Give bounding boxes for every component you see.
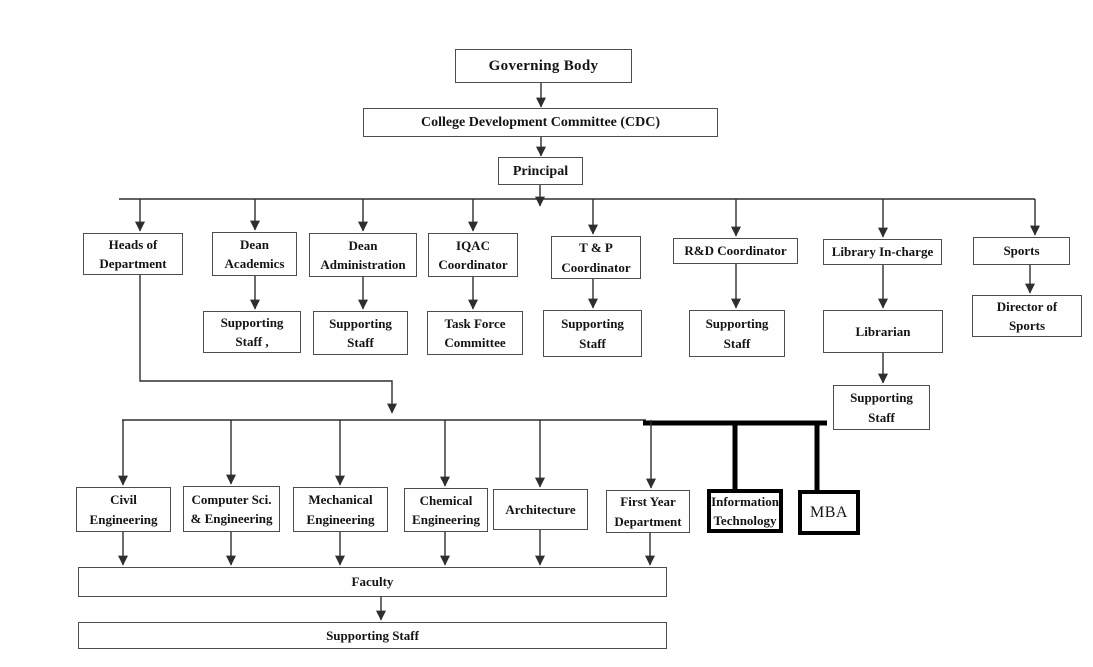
node-label: T & P Coordinator <box>561 240 631 275</box>
node-label: IQAC Coordinator <box>438 237 508 273</box>
node-dir-sports: Director of Sports <box>972 295 1082 337</box>
node-label: Civil Engineering <box>89 492 158 527</box>
node-label: Dean Administration <box>320 237 406 273</box>
node-dean-admin: Dean Administration <box>309 233 417 277</box>
node-ss-rnd: Supporting Staff <box>689 310 785 357</box>
node-label: Heads of Department <box>99 236 167 272</box>
node-cdc: College Development Committee (CDC) <box>363 108 718 137</box>
node-it: Information Technology <box>707 489 783 533</box>
node-chem: Chemical Engineering <box>404 488 488 532</box>
node-ss-librarian: Supporting Staff <box>833 385 930 430</box>
node-label: Sports <box>1003 243 1040 259</box>
node-label: R&D Coordinator <box>684 243 787 259</box>
node-dean-academics: Dean Academics <box>212 232 297 276</box>
node-label: Architecture <box>505 501 576 517</box>
node-governing: Governing Body <box>455 49 632 83</box>
node-mech: Mechanical Engineering <box>293 487 388 532</box>
connector-line <box>139 275 397 414</box>
node-label: Task Force Committee <box>444 315 506 351</box>
node-label: Supporting Staff <box>326 627 419 643</box>
node-cse: Computer Sci. & Engineering <box>183 486 280 532</box>
node-librarian: Librarian <box>823 310 943 353</box>
node-label: Faculty <box>351 574 394 590</box>
node-label: Information Technology <box>711 493 779 529</box>
node-label: Supporting Staff <box>329 315 392 351</box>
node-label: College Development Committee (CDC) <box>420 115 661 130</box>
node-label: Librarian <box>855 323 911 339</box>
node-label: Director of Sports <box>996 298 1058 334</box>
node-label: Computer Sci. & Engineering <box>190 491 273 527</box>
node-label: First Year Department <box>614 494 682 529</box>
node-ss-tnp: Supporting Staff <box>543 310 642 357</box>
node-label: Principal <box>512 163 569 179</box>
node-mba: MBA <box>798 490 860 535</box>
node-sports: Sports <box>973 237 1070 265</box>
node-tnp: T & P Coordinator <box>551 236 641 279</box>
node-label: Library In-charge <box>831 244 934 260</box>
node-label: Mechanical Engineering <box>306 492 375 527</box>
node-label: Supporting Staff <box>705 316 769 351</box>
node-ss-bottom: Supporting Staff <box>78 622 667 649</box>
node-label: Supporting Staff <box>850 390 913 425</box>
node-first-year: First Year Department <box>606 490 690 533</box>
node-iqac: IQAC Coordinator <box>428 233 518 277</box>
node-ss-dean-academics: Supporting Staff , <box>203 311 301 353</box>
node-label: Supporting Staff <box>561 316 624 351</box>
node-civil: Civil Engineering <box>76 487 171 532</box>
node-arch: Architecture <box>493 489 588 530</box>
node-label: Supporting Staff , <box>220 314 284 350</box>
node-label: Governing Body <box>488 57 599 74</box>
node-rnd: R&D Coordinator <box>673 238 798 264</box>
node-heads: Heads of Department <box>83 233 183 275</box>
node-principal: Principal <box>498 157 583 185</box>
node-task-force: Task Force Committee <box>427 311 523 355</box>
node-label: Dean Academics <box>224 236 285 272</box>
node-library-incharge: Library In-charge <box>823 239 942 265</box>
node-ss-dean-admin: Supporting Staff <box>313 311 408 355</box>
node-faculty: Faculty <box>78 567 667 597</box>
node-label: MBA <box>810 503 848 521</box>
node-label: Chemical Engineering <box>412 492 480 528</box>
